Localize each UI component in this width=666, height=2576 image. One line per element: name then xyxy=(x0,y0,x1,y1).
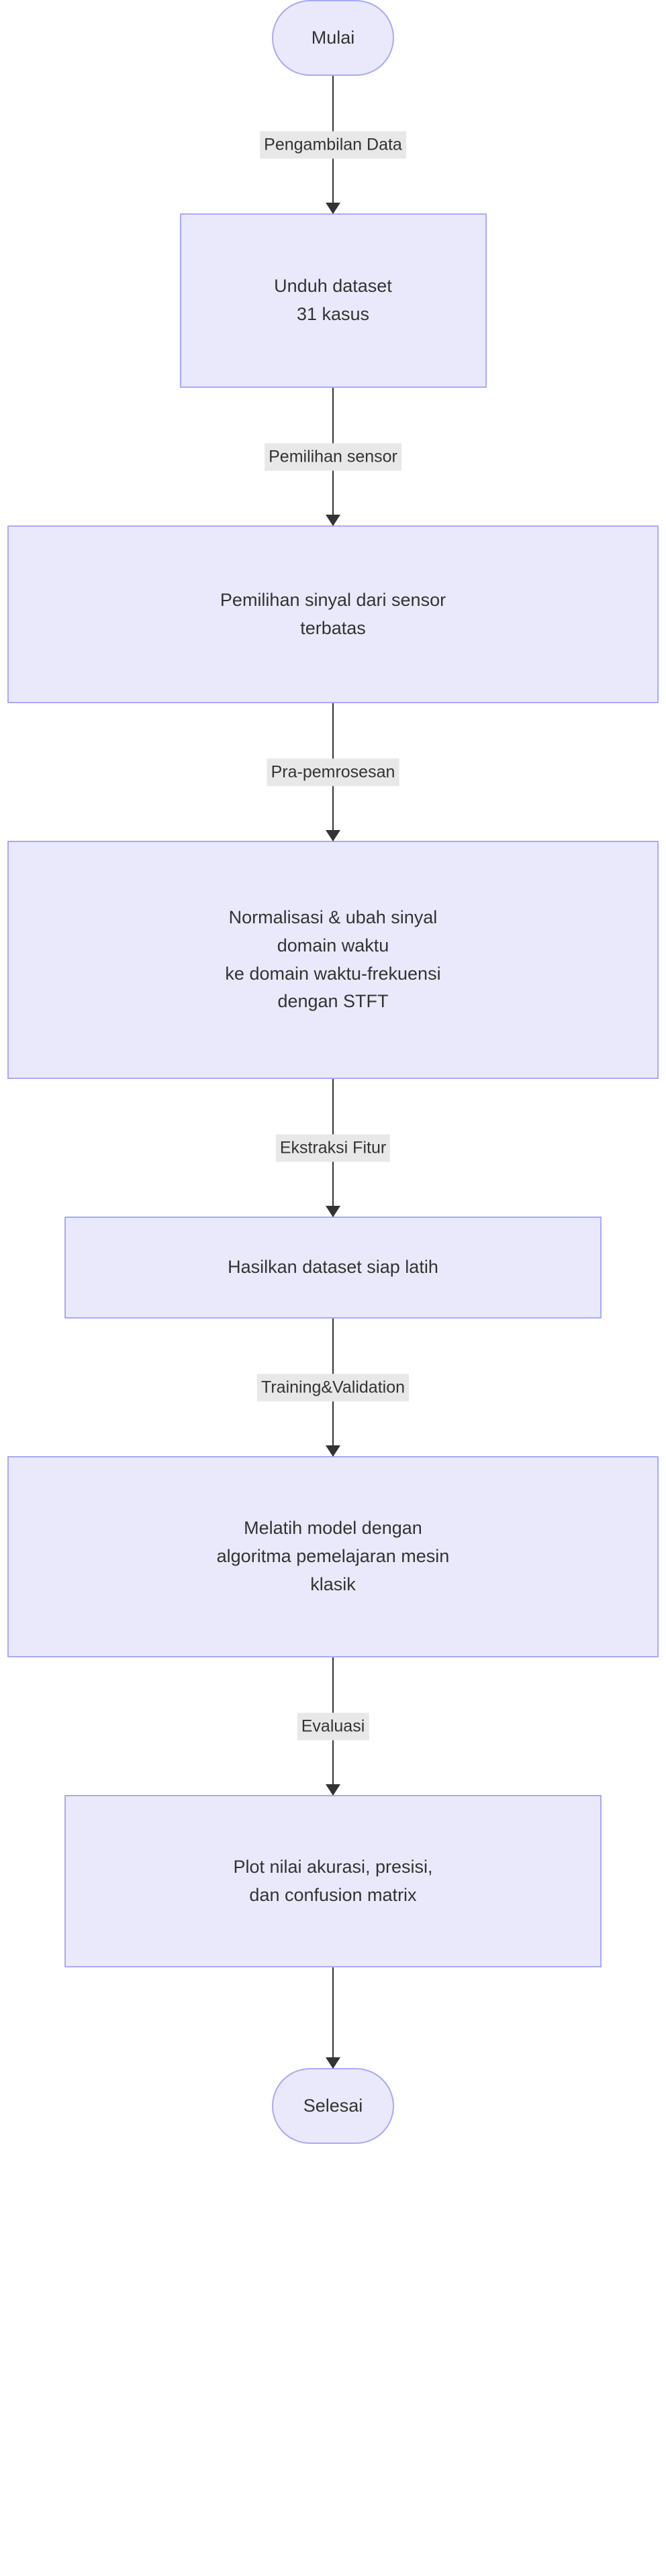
arrow-head-icon xyxy=(326,1206,340,1217)
arrow-head-icon xyxy=(326,203,340,214)
node-hasilkan-dataset-line1: Hasilkan dataset siap latih xyxy=(228,1257,438,1278)
edge-label-pengambilan-data: Pengambilan Data xyxy=(260,131,406,158)
node-unduh-dataset[interactable]: Unduh dataset 31 kasus xyxy=(179,213,487,388)
arrow-head-icon xyxy=(326,515,340,526)
arrow-head-icon xyxy=(326,1784,340,1796)
node-melatih-model[interactable]: Melatih model dengan algoritma pemelajar… xyxy=(7,1456,659,1657)
node-pemilihan-sinyal[interactable]: Pemilihan sinyal dari sensor terbatas xyxy=(7,525,659,703)
edge-label-pra-pemrosesan: Pra-pemrosesan xyxy=(267,758,399,786)
arrow-head-icon xyxy=(326,2057,340,2069)
edge-label-evaluasi: Evaluasi xyxy=(297,1712,369,1740)
arrow-head-icon xyxy=(326,830,340,841)
edge-label-training-validation: Training&Validation xyxy=(256,1374,410,1401)
arrow-head-icon xyxy=(326,1445,340,1457)
edge-hasil-to-melatih: Training&Validation xyxy=(256,1319,410,1457)
node-plot-hasil-line1: Plot nilai akurasi, presisi, xyxy=(233,1856,433,1877)
node-unduh-dataset-line2: 31 kasus xyxy=(296,304,370,324)
node-plot-hasil-line2: dan confusion matrix xyxy=(249,1884,417,1905)
edge-plot-to-selesai xyxy=(326,1967,340,2069)
node-mulai-label: Mulai xyxy=(311,27,355,48)
node-mulai[interactable]: Mulai xyxy=(272,0,394,76)
node-melatih-model-line3: klasik xyxy=(310,1574,356,1594)
edge-label-ekstraksi-fitur: Ekstraksi Fitur xyxy=(275,1134,391,1162)
node-melatih-model-line1: Melatih model dengan xyxy=(244,1518,422,1539)
edge-label-pemilihan-sensor: Pemilihan sensor xyxy=(265,443,401,470)
edge-sinyal-to-normalisasi: Pra-pemrosesan xyxy=(267,703,399,841)
edge-unduh-to-sinyal: Pemilihan sensor xyxy=(265,388,401,526)
node-hasilkan-dataset[interactable]: Hasilkan dataset siap latih xyxy=(64,1217,602,1319)
node-pemilihan-sinyal-line1: Pemilihan sinyal dari sensor xyxy=(220,589,446,610)
edge-normalisasi-to-hasil: Ekstraksi Fitur xyxy=(275,1079,391,1217)
node-normalisasi-stft-line3: ke domain waktu-frekuensi xyxy=(225,963,441,984)
node-pemilihan-sinyal-line2: terbatas xyxy=(300,617,366,638)
node-unduh-dataset-line1: Unduh dataset xyxy=(274,276,392,297)
node-normalisasi-stft-line2: domain waktu xyxy=(277,935,389,956)
node-plot-hasil[interactable]: Plot nilai akurasi, presisi, dan confusi… xyxy=(64,1795,602,1967)
node-normalisasi-stft[interactable]: Normalisasi & ubah sinyal domain waktu k… xyxy=(7,841,659,1079)
node-normalisasi-stft-line4: dengan STFT xyxy=(277,991,389,1012)
flowchart: Mulai Pengambilan Data Unduh dataset 31 … xyxy=(7,0,659,2144)
node-melatih-model-line2: algoritma pemelajaran mesin xyxy=(216,1546,450,1567)
edge-mulai-to-unduh: Pengambilan Data xyxy=(260,76,406,214)
node-selesai[interactable]: Selesai xyxy=(272,2068,394,2144)
node-selesai-label: Selesai xyxy=(303,2095,363,2116)
node-normalisasi-stft-line1: Normalisasi & ubah sinyal xyxy=(228,907,438,927)
edge-melatih-to-plot: Evaluasi xyxy=(297,1657,369,1796)
